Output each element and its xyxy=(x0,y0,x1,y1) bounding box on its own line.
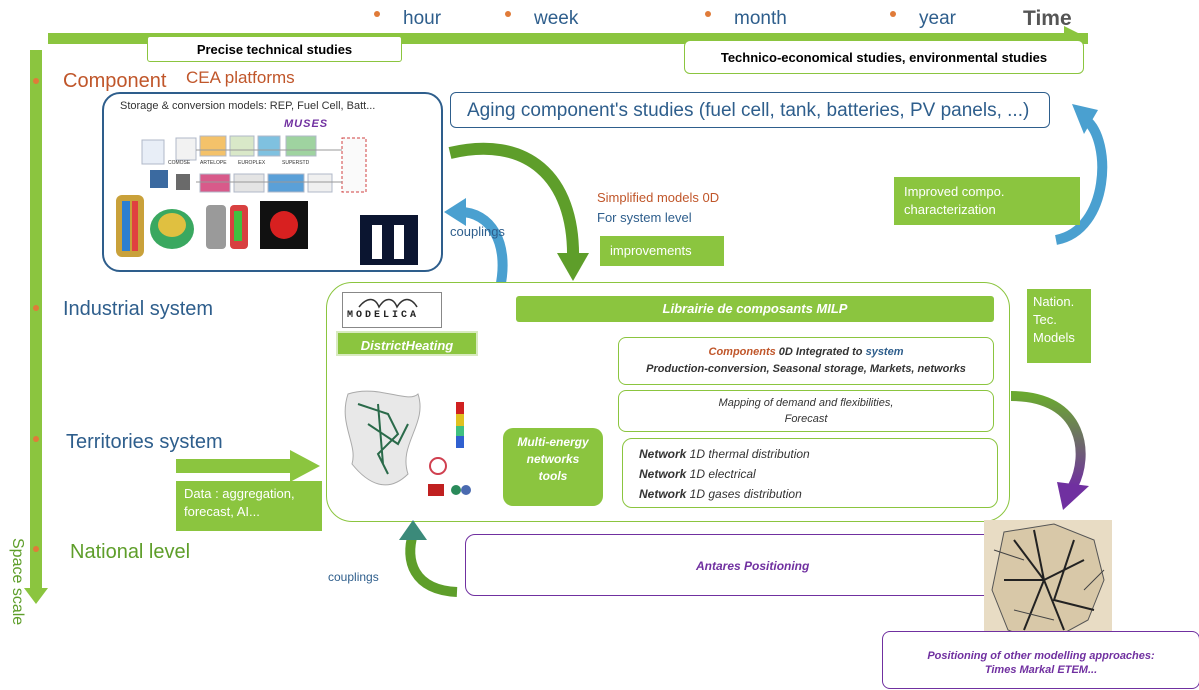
other-approaches-line1: Positioning of other modelling approache… xyxy=(927,650,1155,662)
time-axis-bar xyxy=(48,33,1088,44)
district-heating-box: DistrictHeating xyxy=(336,331,478,356)
muses-logo: MUSES xyxy=(284,118,329,130)
level-national: National level xyxy=(70,541,191,563)
cea-to-library-arrow xyxy=(448,142,589,281)
mini-label-superstd: SUPERSTD xyxy=(282,160,310,166)
antares-label: Antares Positioning xyxy=(696,559,810,573)
cea-models-caption: Storage & conversion models: REP, Fuel C… xyxy=(120,100,376,112)
space-axis-bar xyxy=(30,50,42,592)
data-box-line2: forecast, AI... xyxy=(184,504,260,519)
precise-studies-box: Precise technical studies xyxy=(147,36,402,62)
couplings-top-arrow xyxy=(444,198,508,290)
network-gases-bold: Network xyxy=(639,487,687,501)
timeline-dot-year xyxy=(890,11,896,17)
timeline-dot-week xyxy=(505,11,511,17)
couplings-bottom-arrow xyxy=(399,520,458,597)
time-unit-hour: hour xyxy=(403,8,442,29)
multi-energy-tools-box: Multi-energy networks tools xyxy=(503,428,603,506)
nation-line2: Tec. xyxy=(1033,312,1057,327)
mini-label-europlex: EUROPLEX xyxy=(238,160,266,166)
mini-label-comose: COMOSE xyxy=(168,160,191,166)
mapping-line1: Mapping of demand and flexibilities, xyxy=(718,397,894,409)
france-network-map xyxy=(984,520,1112,648)
other-approaches-box: Positioning of other modelling approache… xyxy=(882,631,1199,689)
space-dot-national xyxy=(33,546,39,552)
components-line2: Production-conversion, Seasonal storage,… xyxy=(646,363,966,375)
mini-label-artelope: ARTELOPE xyxy=(200,160,227,166)
space-dot-territories xyxy=(33,436,39,442)
couplings-bottom-label: couplings xyxy=(328,570,379,584)
data-box-line1: Data : aggregation, xyxy=(184,486,295,501)
improved-characterization-box: Improved compo. characterization xyxy=(894,177,1080,225)
network-electrical-rest: 1D electrical xyxy=(686,467,756,481)
simplified-models-line2: For system level xyxy=(597,210,692,225)
time-unit-month: month xyxy=(734,8,787,29)
technico-economic-studies-box: Technico-economical studies, environment… xyxy=(684,40,1084,74)
antares-positioning-box: Antares Positioning xyxy=(465,534,1001,596)
modelica-logo: MODELICA xyxy=(342,292,442,328)
network-thermal: Network 1D thermal distribution xyxy=(639,447,810,461)
cea-model-schematic xyxy=(141,135,367,193)
mapping-box: Mapping of demand and flexibilities, For… xyxy=(618,390,994,432)
components-word-integrated: 0D Integrated to xyxy=(775,346,866,358)
components-box: Components 0D Integrated to system Produ… xyxy=(618,337,994,385)
nation-line1: Nation. xyxy=(1033,294,1075,309)
aging-feedback-arrow xyxy=(1054,104,1108,245)
system-word: system xyxy=(865,346,904,358)
networks-box: Network 1D thermal distribution Network … xyxy=(622,438,998,508)
territories-arrow xyxy=(176,450,320,482)
components-line1: Components 0D Integrated to system xyxy=(619,346,993,358)
network-thermal-bold: Network xyxy=(639,447,687,461)
network-electrical: Network 1D electrical xyxy=(639,467,756,481)
modelica-logo-mark xyxy=(358,298,418,309)
nation-models-box: Nation. Tec. Models xyxy=(1027,289,1091,363)
time-unit-year: year xyxy=(919,8,956,29)
improvements-box: improvements xyxy=(600,236,724,266)
modelica-logo-text: MODELICA xyxy=(347,310,420,321)
panel-to-map-arrow xyxy=(1010,391,1089,510)
space-dot-industrial xyxy=(33,305,39,311)
components-word: Components xyxy=(708,346,776,358)
aging-studies-box: Aging component's studies (fuel cell, ta… xyxy=(450,92,1050,128)
level-territories: Territories system xyxy=(66,431,223,453)
time-unit-week: week xyxy=(534,8,579,29)
network-gases: Network 1D gases distribution xyxy=(639,487,802,501)
network-gases-rest: 1D gases distribution xyxy=(686,487,802,501)
simulation-thumbnails xyxy=(116,195,418,265)
network-thermal-rest: 1D thermal distribution xyxy=(686,447,810,461)
timeline-dot-month xyxy=(705,11,711,17)
nation-line3: Models xyxy=(1033,330,1075,345)
timeline-dot-hour xyxy=(374,11,380,17)
data-aggregation-box: Data : aggregation, forecast, AI... xyxy=(176,481,322,531)
time-axis-label: Time xyxy=(1023,7,1072,30)
other-approaches-line2: Times Markal ETEM... xyxy=(984,664,1098,676)
level-component: Component xyxy=(63,70,167,92)
simplified-models-line1: Simplified models 0D xyxy=(597,190,720,205)
couplings-top-label: couplings xyxy=(450,224,505,239)
milp-library-bar: Librairie de composants MILP xyxy=(516,296,994,322)
network-electrical-bold: Network xyxy=(639,467,687,481)
space-axis-arrowhead xyxy=(24,588,48,604)
mapping-line2: Forecast xyxy=(784,413,828,425)
district-heating-map xyxy=(338,384,498,504)
level-industrial: Industrial system xyxy=(63,298,214,320)
space-axis-label: Space scale xyxy=(9,538,26,626)
cea-platforms-title: CEA platforms xyxy=(186,68,295,87)
space-dot-component xyxy=(33,78,39,84)
